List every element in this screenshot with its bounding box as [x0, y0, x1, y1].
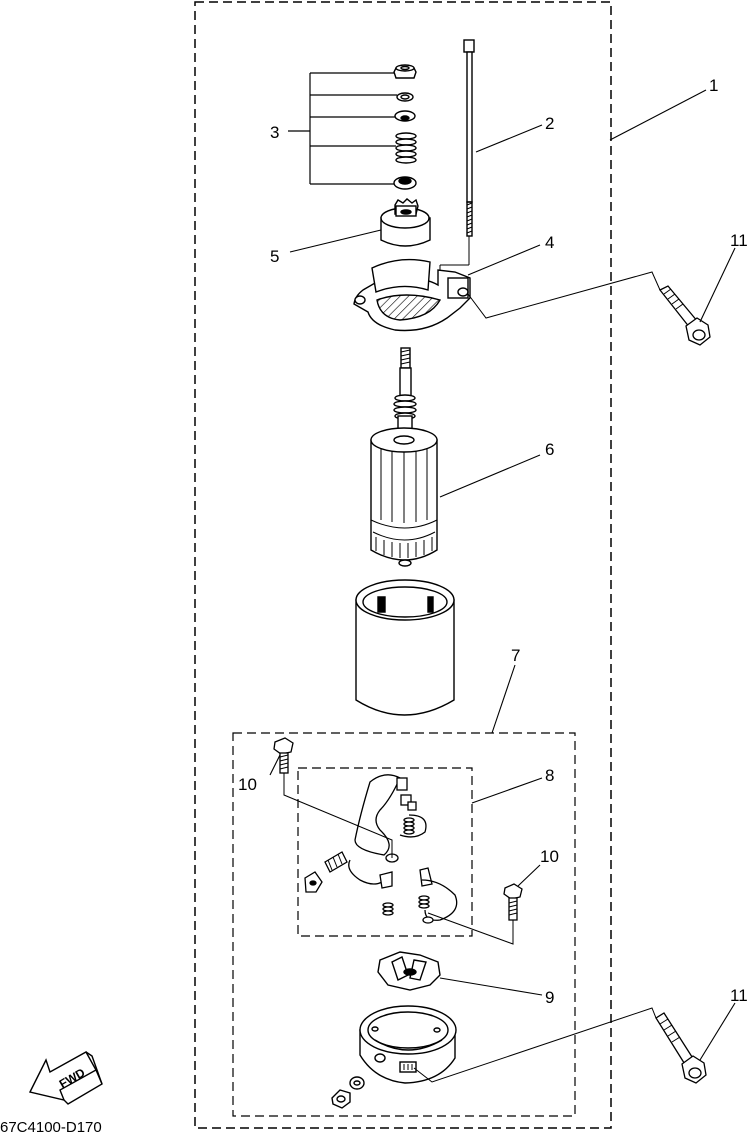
bolt-part-11-upper [658, 285, 711, 346]
fwd-arrow-icon [28, 1051, 103, 1105]
through-bolt-part-2 [463, 39, 475, 237]
callout-4: 4 [545, 233, 554, 252]
callout-9: 9 [545, 988, 554, 1007]
drawing-code: 67C4100-D170 [0, 1119, 102, 1133]
callout-11-lower: 11 [730, 986, 748, 1005]
rear-nut-and-washer [331, 1076, 365, 1109]
yoke-housing [355, 579, 455, 716]
callout-8: 8 [545, 766, 554, 785]
screw-10-right-leader [427, 912, 514, 945]
bolt-11-lower-leader [413, 1007, 657, 1083]
front-bracket-part-4 [353, 258, 471, 332]
part-3-bracket [288, 72, 397, 185]
bolt-11-upper-leader [467, 271, 661, 319]
brush-holder-part-8 [304, 774, 458, 924]
callout-7: 7 [511, 646, 520, 665]
armature-part-6 [370, 347, 438, 567]
callout-11-upper: 11 [730, 231, 748, 250]
screw-10-left-leader [283, 773, 393, 858]
assembly-1-outline [194, 1, 612, 1129]
callout-10-left: 10 [238, 775, 257, 794]
callout-5: 5 [270, 247, 279, 266]
callout-leaders [269, 89, 736, 1061]
screw-part-10-left [273, 737, 294, 774]
pinion-gear-part-5 [380, 198, 431, 247]
screw-part-10-right [503, 883, 523, 921]
callout-3: 3 [270, 123, 279, 142]
callout-6: 6 [545, 440, 554, 459]
rear-cover [359, 1005, 457, 1084]
pinion-hardware-part-3 [393, 64, 417, 190]
callout-1: 1 [709, 76, 718, 95]
brush-plate-part-9 [377, 951, 441, 991]
callout-10-right: 10 [540, 847, 559, 866]
callout-2: 2 [545, 114, 554, 133]
assembly-7-outline [232, 732, 576, 1117]
assembly-8-outline [297, 767, 473, 937]
bolt-part-11-lower [655, 1012, 707, 1084]
